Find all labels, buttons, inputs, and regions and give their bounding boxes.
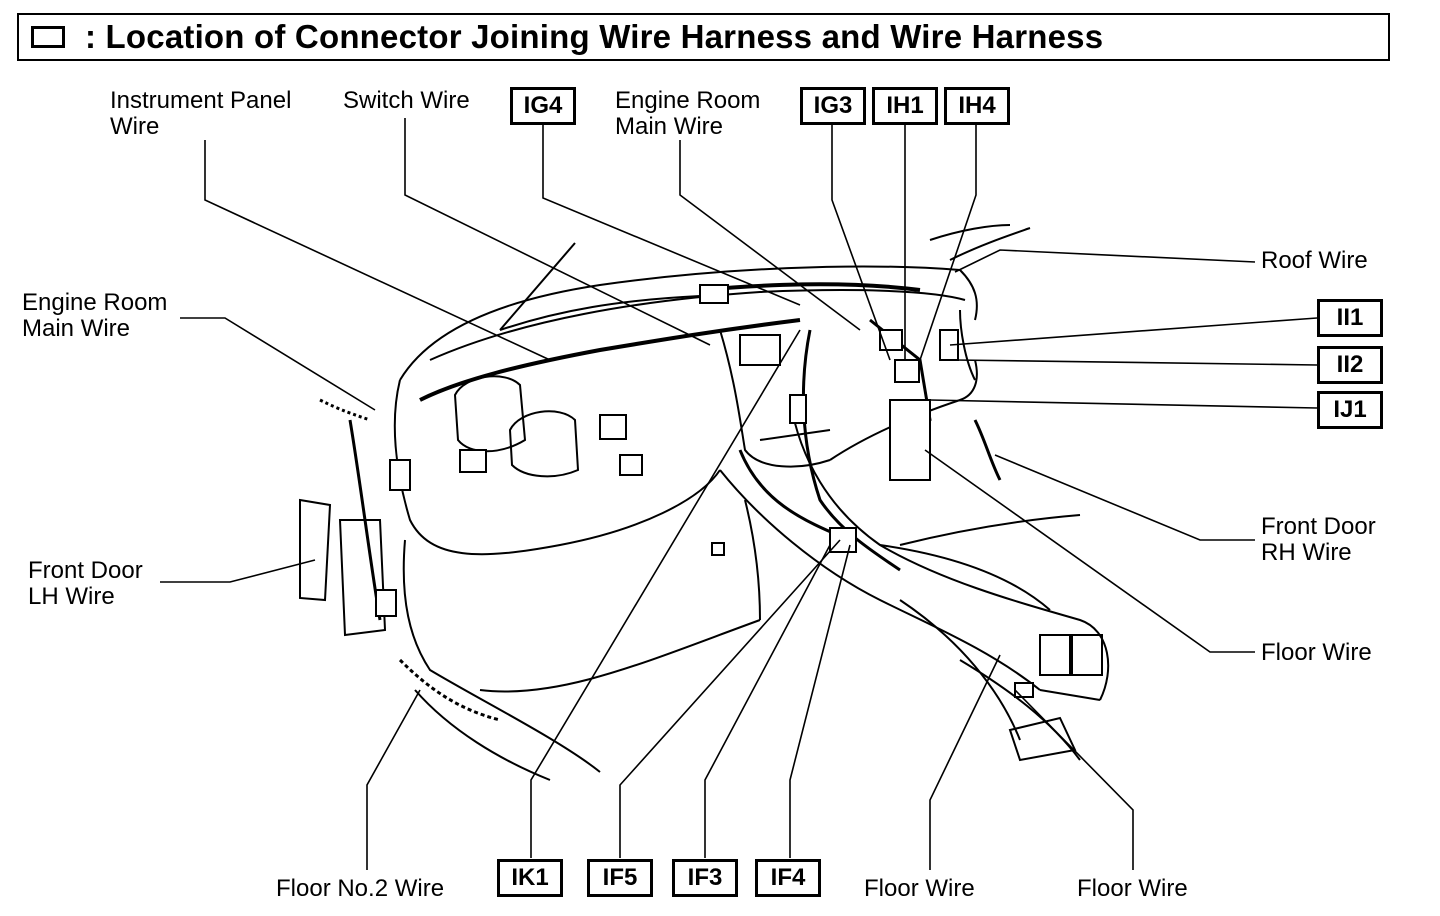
connector-ig3: IG3 bbox=[800, 87, 866, 125]
connector-ik1: IK1 bbox=[497, 859, 563, 897]
connector-if5: IF5 bbox=[587, 859, 653, 897]
dashboard-outline bbox=[299, 224, 1110, 781]
connector-ih4: IH4 bbox=[944, 87, 1010, 125]
connector-ih1: IH1 bbox=[872, 87, 938, 125]
connector-blocks bbox=[375, 284, 1034, 698]
label-floor-wire-right: Floor Wire bbox=[1261, 639, 1372, 666]
label-floor-no2-wire: Floor No.2 Wire bbox=[276, 875, 445, 902]
connector-ii1: II1 bbox=[1317, 299, 1383, 337]
label-switch-wire: Switch Wire bbox=[343, 87, 470, 114]
connector-ij1: IJ1 bbox=[1317, 391, 1383, 429]
connector-ig4: IG4 bbox=[510, 87, 576, 125]
connector-if4: IF4 bbox=[755, 859, 821, 897]
connector-if3: IF3 bbox=[672, 859, 738, 897]
connector-ii2: II2 bbox=[1317, 346, 1383, 384]
label-floor-wire-bottom-2: Floor Wire bbox=[1077, 875, 1188, 902]
title-bar: : Location of Connector Joining Wire Har… bbox=[17, 13, 1390, 61]
page-title: : Location of Connector Joining Wire Har… bbox=[85, 18, 1104, 55]
label-roof-wire: Roof Wire bbox=[1261, 247, 1368, 274]
leader-lines bbox=[160, 118, 1318, 870]
square-box-icon bbox=[31, 26, 65, 48]
label-floor-wire-bottom-1: Floor Wire bbox=[864, 875, 975, 902]
